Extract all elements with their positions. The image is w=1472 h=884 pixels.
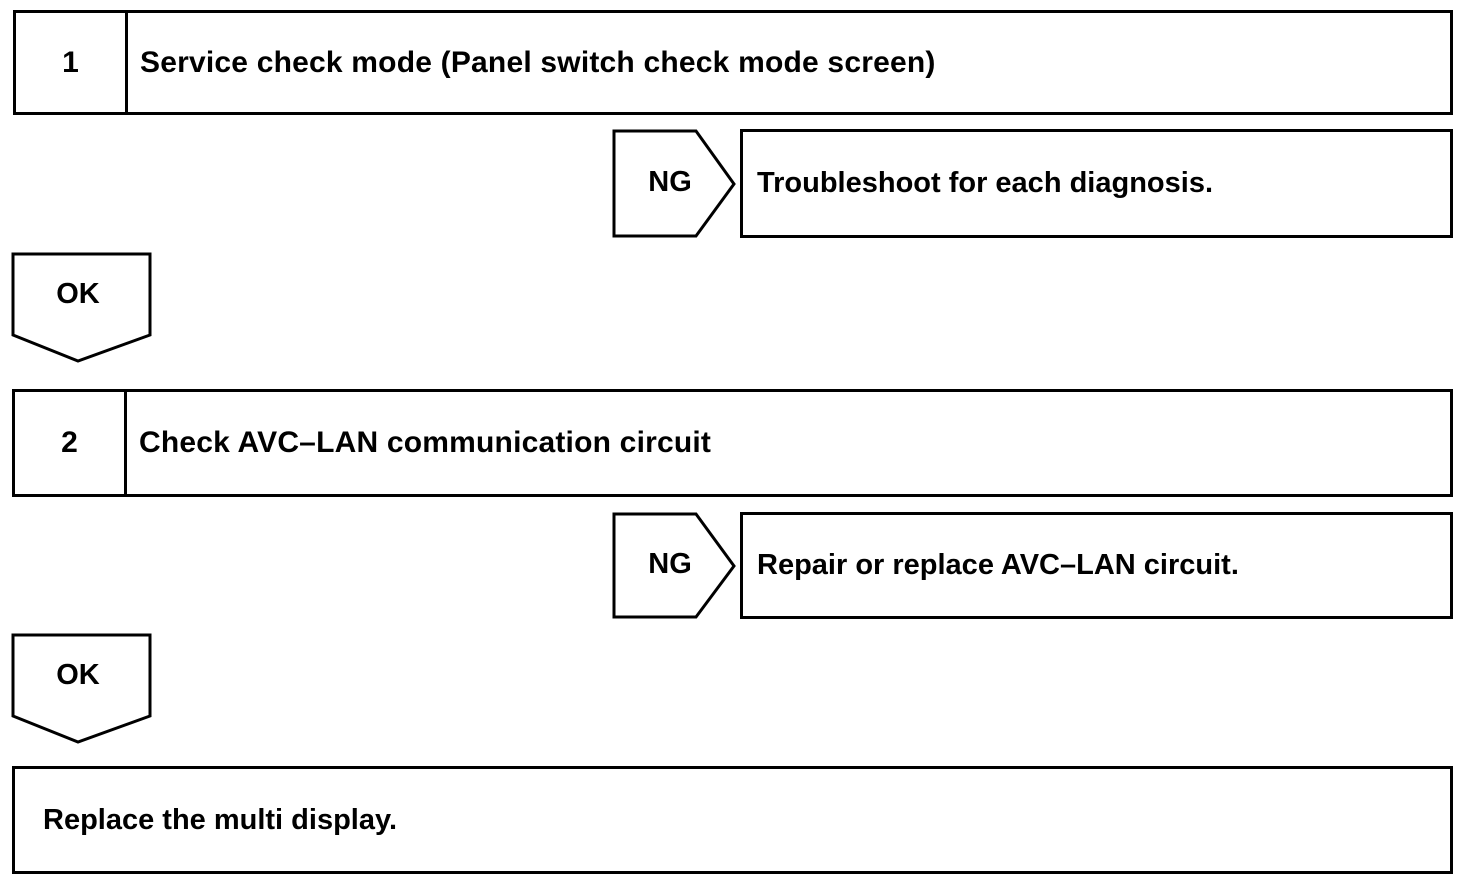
step-1-ok-label: OK: [56, 278, 100, 310]
step-2-box: 2 Check AVC–LAN communication circuit: [12, 389, 1453, 497]
final-action-box: Replace the multi display.: [12, 766, 1453, 874]
step-1-number: 1: [16, 13, 128, 112]
final-action-text: Replace the multi display.: [43, 803, 398, 836]
step-1-box: 1 Service check mode (Panel switch check…: [13, 10, 1453, 115]
step-1-ng-arrow: [612, 129, 736, 238]
step-1-ng-action-box: Troubleshoot for each diagnosis.: [740, 129, 1453, 238]
step-2-ng-action-box: Repair or replace AVC–LAN circuit.: [740, 512, 1453, 619]
step-2-ng-action-text: Repair or replace AVC–LAN circuit.: [757, 549, 1239, 581]
step-1-title: Service check mode (Panel switch check m…: [140, 45, 936, 79]
step-1-ng-action-text: Troubleshoot for each diagnosis.: [757, 167, 1213, 199]
step-2-ng-arrow: [612, 512, 736, 619]
step-2-ok-label: OK: [56, 659, 100, 691]
step-1-ng-label: NG: [648, 166, 692, 198]
step-1-ok-arrow: [11, 252, 152, 363]
step-2-ng-label: NG: [648, 548, 692, 580]
step-2-ok-arrow: [11, 633, 152, 744]
step-2-title: Check AVC–LAN communication circuit: [139, 426, 712, 459]
step-2-number: 2: [15, 392, 127, 494]
